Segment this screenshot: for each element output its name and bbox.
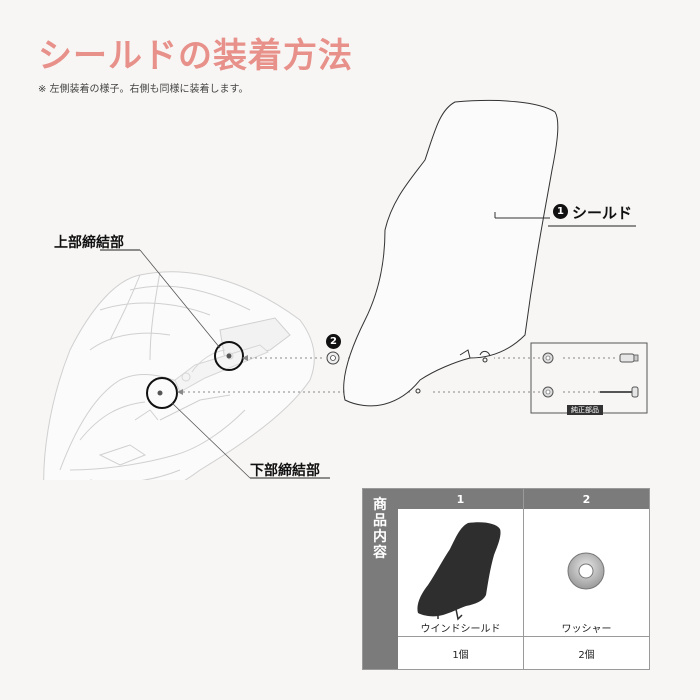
table-divider-vertical bbox=[523, 489, 524, 669]
lower-fastening-circle bbox=[146, 377, 178, 409]
upper-fastening-label: 上部締結部 bbox=[54, 235, 124, 251]
washer-number-badge: 2 bbox=[326, 334, 341, 349]
stock-parts-tag: 純正部品 bbox=[567, 405, 603, 415]
product-contents-sidebar: 商品内容 bbox=[363, 489, 398, 669]
windshield-product-image bbox=[398, 509, 523, 629]
product-contents-table: 商品内容 1 2 ウインドシールド ワッシャー 1個 2個 bbox=[362, 488, 650, 670]
installation-diagram bbox=[43, 99, 648, 480]
motorcycle-front-cowl bbox=[43, 271, 315, 480]
product-name-2: ワッシャー bbox=[561, 624, 612, 635]
page-title: シールドの装着方法 bbox=[38, 36, 353, 76]
lower-fastening-label: 下部締結部 bbox=[250, 463, 320, 479]
windshield-outline bbox=[343, 99, 559, 407]
washer-product-image bbox=[524, 509, 649, 629]
shield-number-badge: 1 bbox=[553, 204, 568, 219]
shield-label: シールド bbox=[572, 204, 633, 222]
product-qty-1: 1個 bbox=[452, 649, 469, 661]
washer-icon bbox=[567, 552, 605, 590]
product-header-2: 2 bbox=[524, 489, 649, 509]
product-contents-title: 商品内容 bbox=[373, 497, 387, 561]
installation-note: ※ 左側装着の様子。右側も同様に装着します。 bbox=[38, 84, 249, 95]
product-header-1: 1 bbox=[398, 489, 523, 509]
table-divider-horizontal bbox=[398, 636, 649, 637]
product-name-1: ウインドシールド bbox=[420, 624, 501, 635]
product-qty-2: 2個 bbox=[578, 649, 595, 661]
windshield-silhouette bbox=[417, 522, 501, 621]
upper-fastening-circle bbox=[214, 341, 244, 371]
